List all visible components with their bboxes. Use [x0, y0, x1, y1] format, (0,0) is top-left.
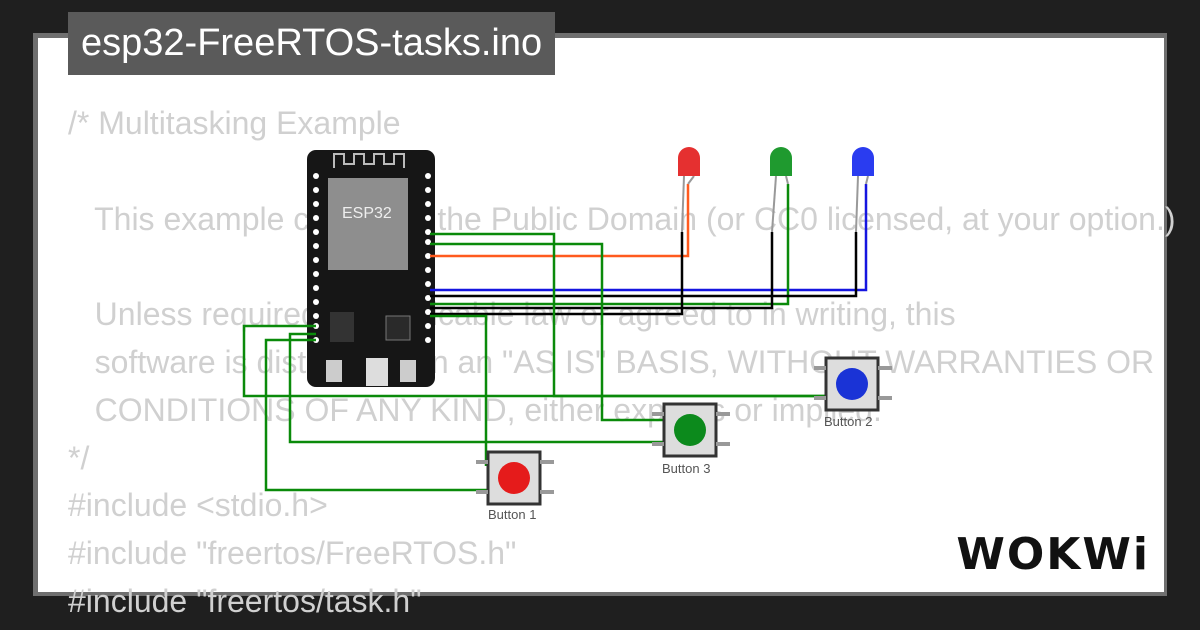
- button-1[interactable]: Button 1: [476, 450, 554, 522]
- red-led-body: [678, 147, 700, 176]
- blue-led[interactable]: [852, 147, 874, 233]
- code-line: /* Multitasking Example: [68, 105, 401, 141]
- button-3-cap: [674, 414, 706, 446]
- button-2-label: Button 2: [824, 414, 872, 429]
- esp32-board[interactable]: ESP32: [307, 150, 435, 387]
- code-line: */: [68, 439, 90, 476]
- project-filename: esp32-FreeRTOS-tasks.ino: [68, 12, 556, 75]
- button-1-label: Button 1: [488, 507, 536, 522]
- button-3-label: Button 3: [662, 461, 710, 476]
- circuit-diagram: ESP32: [242, 147, 892, 522]
- blue-led-body: [852, 147, 874, 176]
- green-led[interactable]: [770, 147, 792, 233]
- wokwi-logo: WOKWi: [956, 529, 1150, 580]
- button-2[interactable]: Button 2: [814, 356, 892, 429]
- code-line: #include "freertos/task.h": [68, 582, 422, 619]
- red-led[interactable]: [678, 147, 700, 233]
- wires: [242, 184, 868, 492]
- project-card: /* Multitasking Example This example cod…: [38, 38, 1175, 619]
- code-line: #include <stdio.h>: [68, 487, 328, 524]
- code-line: #include "freertos/FreeRTOS.h": [68, 535, 517, 572]
- board-label: ESP32: [342, 205, 392, 222]
- button-1-cap: [498, 462, 530, 494]
- green-led-body: [770, 147, 792, 176]
- button-2-cap: [836, 368, 868, 400]
- button-3[interactable]: Button 3: [652, 402, 730, 476]
